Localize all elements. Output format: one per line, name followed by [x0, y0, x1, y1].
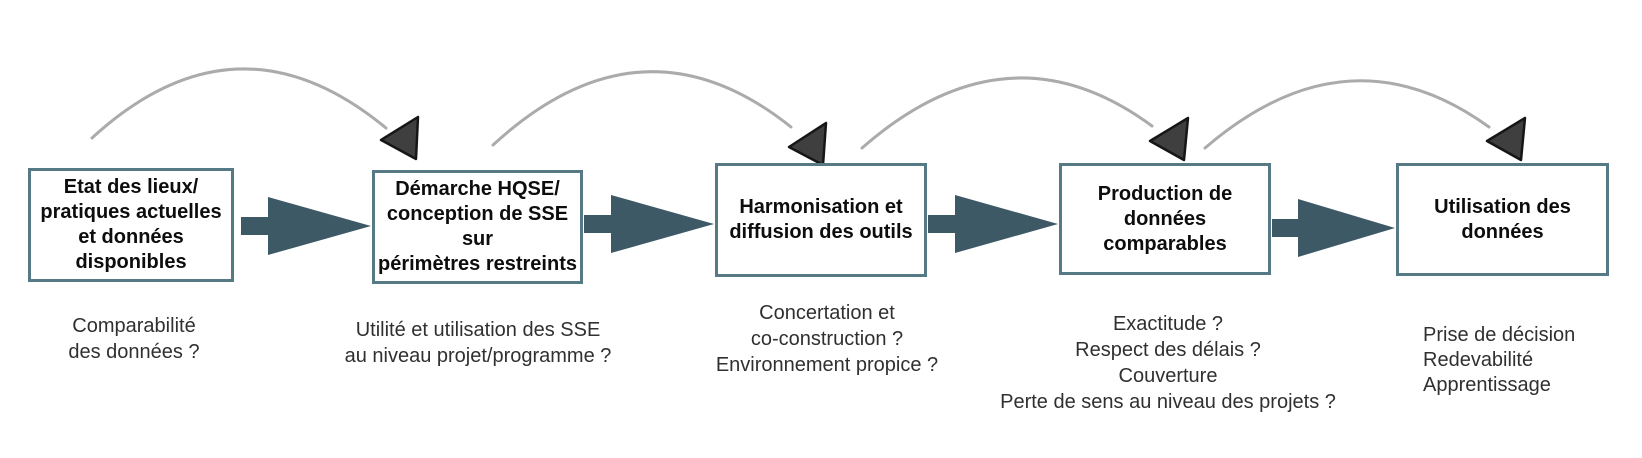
feedback-arrowhead-icon-1: [379, 115, 420, 161]
stage-caption-concertation: Concertation et co-construction ? Enviro…: [715, 302, 939, 376]
feedback-arc-4: [1203, 79, 1491, 150]
stage-title: Démarche HQSE/ conception de SSE sur pér…: [378, 178, 577, 275]
feedback-arc-3: [860, 76, 1154, 150]
stage-title: Utilisation des données: [1434, 195, 1571, 243]
stage-box-production-donnees: Production de données comparables: [1059, 163, 1271, 275]
stage-caption-utilite: Utilité et utilisation des SSE au niveau…: [344, 319, 612, 367]
flow-arrow-icon-4: [1272, 199, 1395, 257]
stage-caption-comparabilite: Comparabilité des données ?: [68, 315, 200, 363]
stage-caption-exactitude: Exactitude ? Respect des délais ? Couver…: [1000, 313, 1336, 413]
feedback-arc-1: [90, 67, 388, 140]
flow-arrow-icon-3: [928, 195, 1058, 253]
stage-title: Harmonisation et diffusion des outils: [729, 196, 913, 243]
stage-title: Etat des lieux/ pratiques actuelles et d…: [40, 176, 222, 273]
stage-title: Production de données comparables: [1097, 182, 1233, 255]
flow-arrow-icon-1: [241, 197, 371, 255]
stage-box-etat-des-lieux: Etat des lieux/ pratiques actuelles et d…: [28, 168, 234, 282]
feedback-arrowhead-icon-3: [1148, 116, 1190, 162]
stage-box-utilisation-donnees: Utilisation des données: [1396, 163, 1609, 276]
stage-box-demarche-hqse: Démarche HQSE/ conception de SSE sur pér…: [372, 170, 583, 284]
feedback-arc-2: [491, 70, 793, 147]
feedback-arrowhead-icon-2: [787, 121, 828, 167]
stage-caption-prise-de-decision: Prise de décision Redevabilité Apprentis…: [1423, 324, 1576, 396]
flow-arrow-icon-2: [584, 195, 714, 253]
stage-box-harmonisation: Harmonisation et diffusion des outils: [715, 163, 927, 277]
feedback-arrowhead-icon-4: [1485, 116, 1527, 162]
